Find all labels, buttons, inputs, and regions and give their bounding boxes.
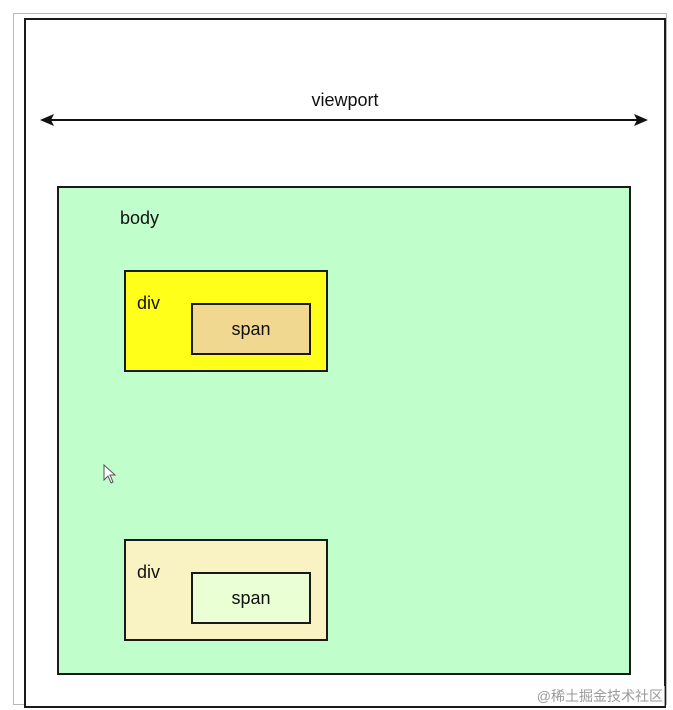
viewport-double-arrow: [40, 114, 648, 126]
viewport-label: viewport: [311, 90, 379, 110]
mouse-pointer-icon: [103, 464, 117, 484]
div-label-2: div: [137, 562, 161, 582]
watermark-text: @稀土掘金技术社区: [534, 686, 665, 706]
span-box-2: span: [191, 572, 311, 624]
body-label: body: [120, 208, 160, 228]
body-box: [57, 186, 631, 675]
span-box-1: span: [191, 303, 311, 355]
arrow-head-left: [40, 114, 54, 126]
arrow-head-right: [634, 114, 648, 126]
div-label-1: div: [137, 293, 161, 313]
